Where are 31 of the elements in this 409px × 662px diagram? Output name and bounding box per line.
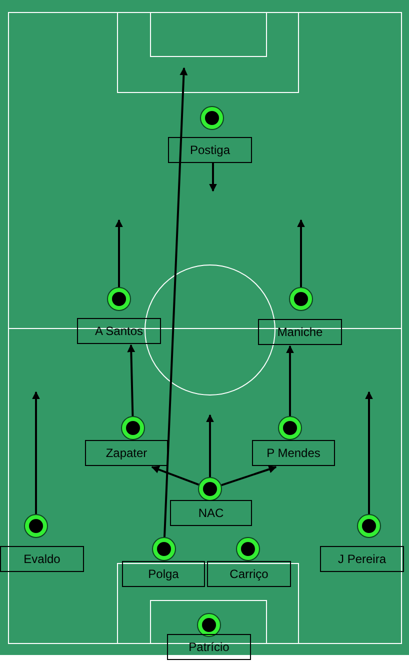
player-marker [25, 515, 47, 537]
arrow [206, 414, 214, 477]
arrow [32, 391, 40, 514]
player-marker [279, 417, 301, 439]
player-marker [358, 515, 380, 537]
arrow [164, 67, 188, 538]
arrow [286, 345, 294, 416]
player-name: Patrício [167, 634, 251, 660]
player-name: P Mendes [252, 440, 335, 466]
player-name: Zapater [85, 440, 168, 466]
player-marker [122, 417, 144, 439]
player-marker [237, 538, 259, 560]
arrow [151, 466, 200, 486]
arrow [365, 391, 373, 514]
player-name: Carriço [207, 561, 291, 587]
arrow [209, 163, 217, 192]
player-name: NAC [170, 500, 252, 526]
player-marker [153, 538, 175, 560]
player-marker [290, 288, 312, 310]
player-name: Polga [122, 561, 205, 587]
arrow [115, 219, 123, 287]
arrow [297, 219, 305, 287]
player-marker [201, 107, 223, 129]
player-marker [199, 478, 221, 500]
player-name: Evaldo [0, 546, 84, 572]
player-name: J Pereira [320, 546, 404, 572]
player-name: Postiga [168, 137, 252, 163]
player-name: Maniche [258, 319, 342, 345]
arrow [221, 465, 277, 486]
player-marker [108, 288, 130, 310]
arrow [127, 344, 136, 416]
